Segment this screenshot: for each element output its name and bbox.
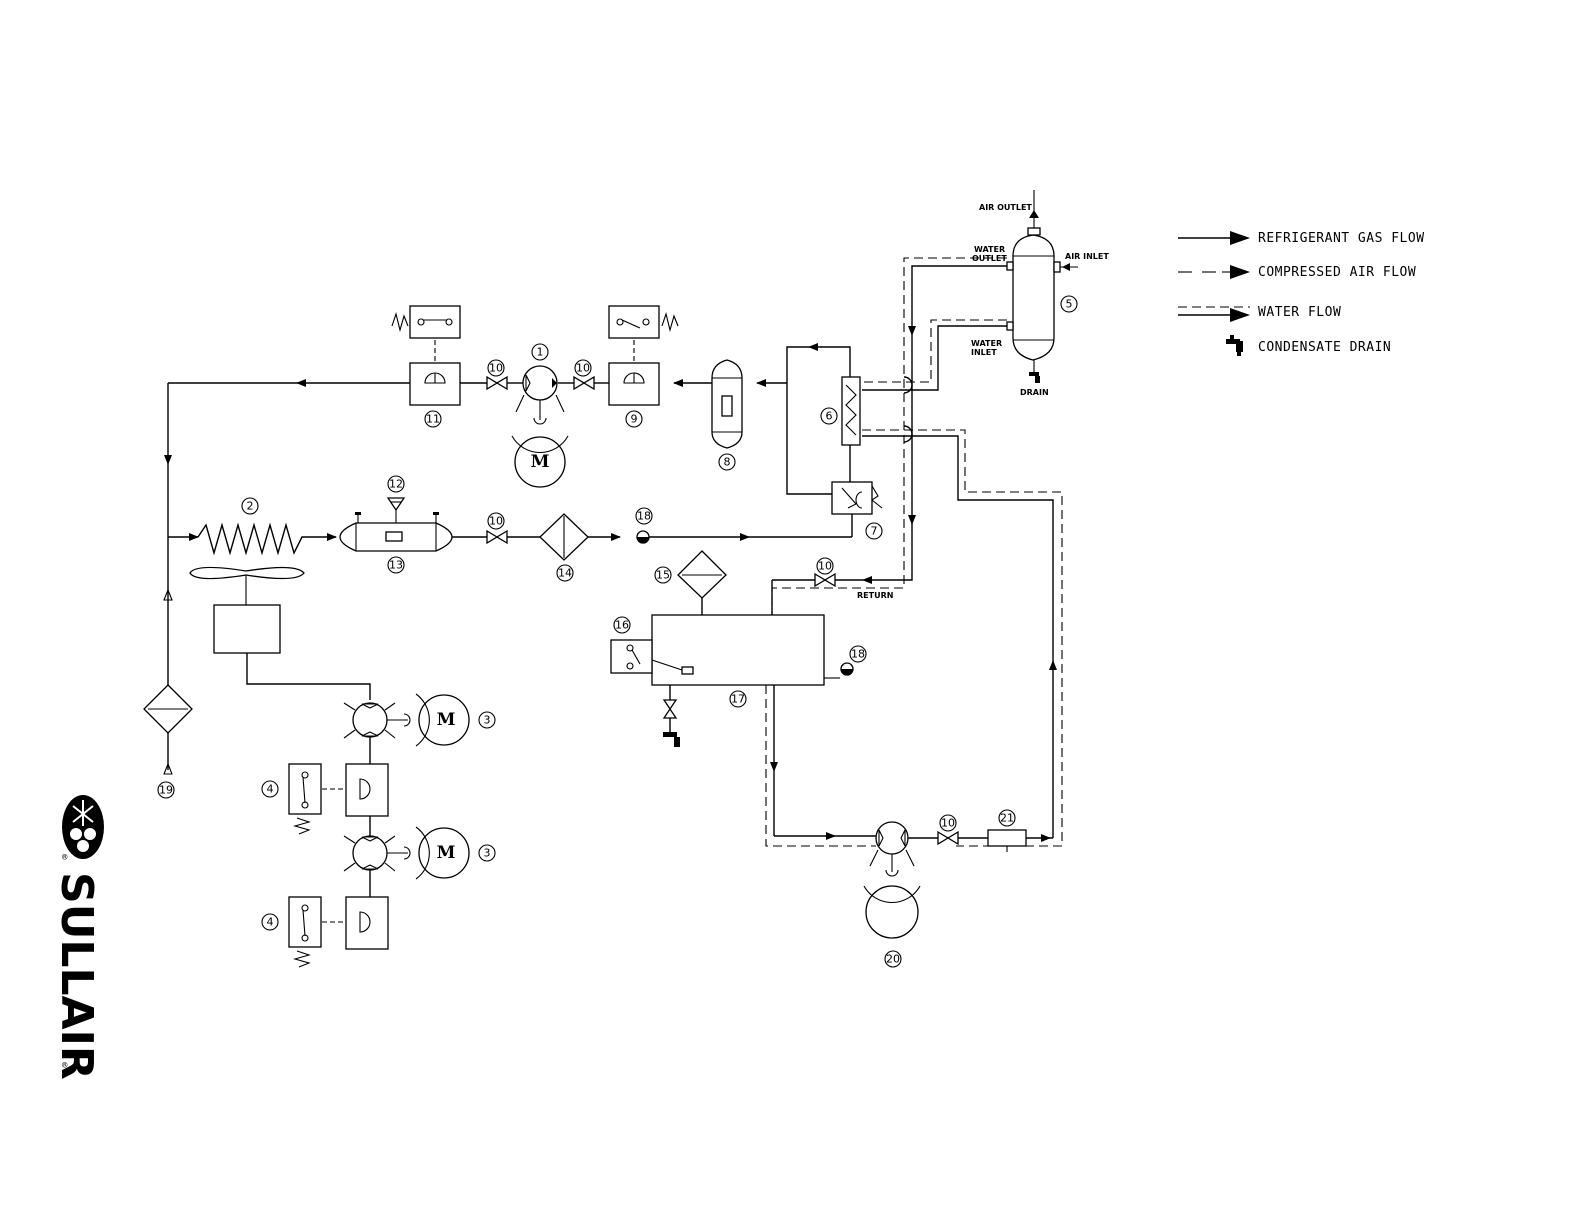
- water-outlet-label-1: WATER: [974, 245, 1005, 254]
- return-label: RETURN: [857, 591, 893, 600]
- legend-condensate-drain: CONDENSATE DRAIN: [1258, 340, 1391, 355]
- callout-8: 8: [724, 456, 731, 469]
- callout-17: 17: [731, 693, 745, 706]
- fan-motor-2-letter: M: [437, 843, 456, 863]
- sight-glass: [637, 531, 649, 543]
- receiver-tank: [712, 360, 742, 448]
- water-inlet-label-1: WATER: [971, 339, 1002, 348]
- filter-drier: [540, 514, 588, 560]
- logo-registered-mark-2: ®: [62, 1061, 68, 1071]
- logo-registered-mark-1: ®: [62, 853, 68, 863]
- service-valve-3: [487, 531, 507, 543]
- tank-drain-icon: [663, 732, 680, 747]
- callout-3a: 3: [484, 714, 491, 727]
- callout-4b: 4: [267, 916, 274, 929]
- callout-10d: 10: [818, 560, 832, 573]
- compressor-motor-letter: M: [531, 452, 550, 472]
- drain-label: DRAIN: [1020, 388, 1049, 397]
- legend-compressed-air-flow: COMPRESSED AIR FLOW: [1258, 265, 1416, 280]
- sullair-logo: ® SULLAIR ®: [51, 795, 104, 1080]
- accumulator: [340, 498, 452, 551]
- pressure-switch-low: [392, 306, 460, 405]
- callout-10e: 10: [941, 817, 955, 830]
- water-pump: [864, 822, 920, 938]
- callout-18a: 18: [637, 510, 651, 523]
- inlet-filter: [144, 685, 192, 774]
- moisture-separator: [1007, 190, 1078, 383]
- callout-11: 11: [426, 413, 440, 426]
- pressure-switch-high: [609, 306, 678, 405]
- drain-icon: [1029, 372, 1040, 383]
- callout-4a: 4: [267, 783, 274, 796]
- flow-switch: [988, 830, 1026, 852]
- legend-water-flow: WATER FLOW: [1258, 305, 1341, 320]
- callout-12: 12: [389, 478, 403, 491]
- pressure-switch-fan-1: [289, 764, 388, 834]
- fan-motor-1-letter: M: [437, 710, 456, 730]
- callout-14: 14: [558, 567, 572, 580]
- heat-exchanger: [842, 377, 860, 445]
- callout-2: 2: [247, 500, 254, 513]
- callout-13: 13: [389, 559, 403, 572]
- callout-10c: 10: [489, 515, 503, 528]
- air-inlet-label: AIR INLET: [1065, 252, 1109, 261]
- legend-refrigerant-gas-flow: REFRIGERANT GAS FLOW: [1258, 231, 1425, 246]
- legend: REFRIGERANT GAS FLOW COMPRESSED AIR FLOW…: [1178, 231, 1425, 356]
- pressure-switch-fan-2: [289, 897, 388, 967]
- callout-21: 21: [1000, 812, 1014, 825]
- callout-10b: 10: [576, 362, 590, 375]
- callout-15: 15: [656, 569, 670, 582]
- callout-5: 5: [1066, 298, 1073, 311]
- callout-19: 19: [159, 784, 173, 797]
- water-tank: [611, 551, 862, 747]
- air-outlet-label: AIR OUTLET: [979, 203, 1032, 212]
- service-valve-water: [938, 832, 958, 844]
- condensate-drain-icon: [1226, 335, 1243, 356]
- callout-18b: 18: [851, 648, 865, 661]
- water-inlet-label-2: INLET: [971, 348, 997, 357]
- logo-wordmark: SULLAIR: [51, 872, 102, 1080]
- callout-16: 16: [615, 619, 629, 632]
- callout-10a: 10: [489, 362, 503, 375]
- service-valve-2: [487, 377, 507, 389]
- callout-1: 1: [537, 346, 544, 359]
- callout-20: 20: [886, 953, 900, 966]
- callout-9: 9: [631, 413, 638, 426]
- callout-7: 7: [871, 525, 878, 538]
- condenser-coil: [190, 525, 370, 700]
- callout-3b: 3: [484, 847, 491, 860]
- expansion-valve: [832, 482, 882, 514]
- service-valve-1: [574, 377, 594, 389]
- callout-6: 6: [826, 410, 833, 423]
